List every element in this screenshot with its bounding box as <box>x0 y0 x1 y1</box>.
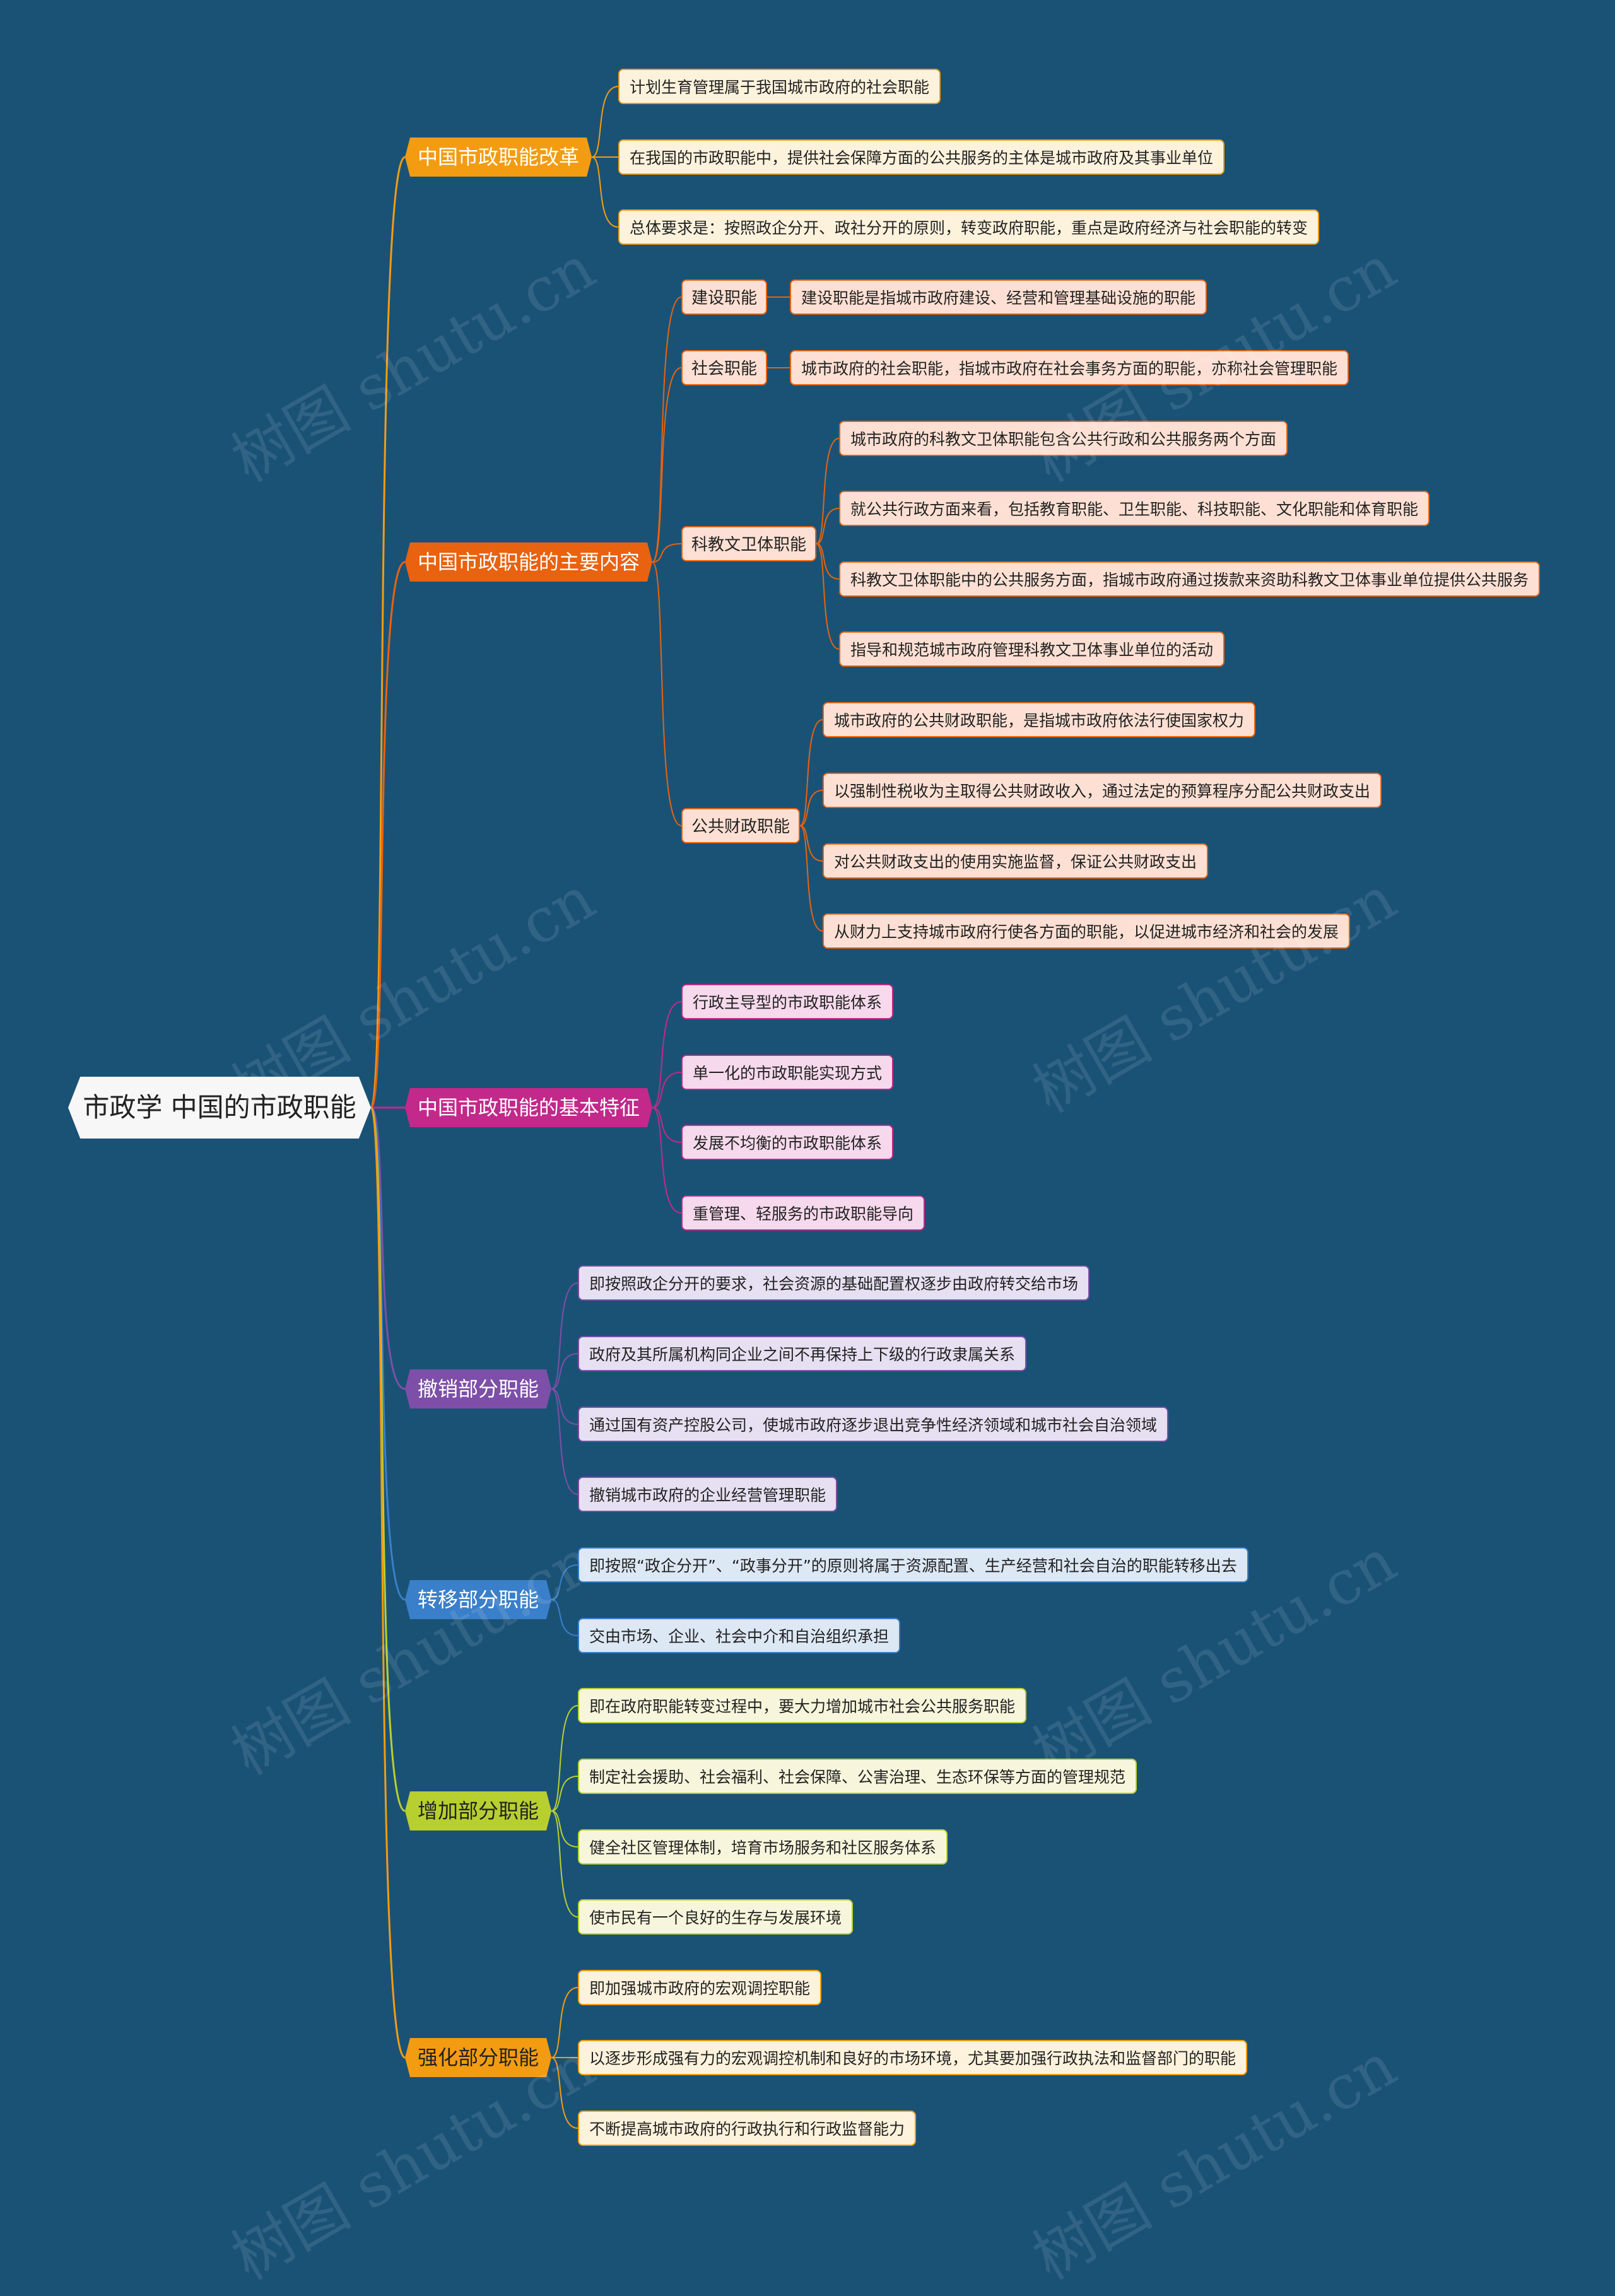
leaf-connector <box>652 1072 682 1108</box>
leaf-node[interactable]: 以逐步形成强有力的宏观调控机制和良好的市场环境，尤其要加强行政执法和监督部门的职… <box>578 2040 1248 2075</box>
leaf-connector <box>652 1107 682 1214</box>
leaf-connector <box>799 790 823 826</box>
leaf-connector <box>816 543 840 650</box>
leaf-connector <box>591 156 619 228</box>
leaf-node[interactable]: 行政主导型的市政职能体系 <box>681 984 894 1019</box>
leaf-node[interactable]: 不断提高城市政府的行政执行和行政监督能力 <box>578 2111 917 2146</box>
leaf-node[interactable]: 建设职能是指城市政府建设、经营和管理基础设施的职能 <box>790 279 1207 315</box>
branch-node[interactable]: 增加部分职能 <box>405 1791 551 1830</box>
leaf-connector <box>551 1388 578 1495</box>
leaf-node[interactable]: 以强制性税收为主取得公共财政收入，通过法定的预算程序分配公共财政支出 <box>823 773 1382 808</box>
leaf-connector <box>551 1776 578 1812</box>
branch-connector <box>370 1106 406 1601</box>
branch-connector <box>370 1106 406 2059</box>
branch-connector <box>370 561 406 1109</box>
leaf-node[interactable]: 即按照政企分开的要求，社会资源的基础配置权逐步由政府转交给市场 <box>578 1265 1090 1301</box>
leaf-connector <box>799 825 823 862</box>
sub-node[interactable]: 公共财政职能 <box>681 808 801 843</box>
leaf-connector <box>652 1001 682 1108</box>
sub-node[interactable]: 建设职能 <box>681 279 768 315</box>
branch-connector <box>370 1106 406 1812</box>
leaf-node[interactable]: 城市政府的公共财政职能，是指城市政府依法行使国家权力 <box>823 702 1256 737</box>
leaf-connector <box>551 1987 578 2058</box>
leaf-node[interactable]: 制定社会援助、社会福利、社会保障、公害治理、生态环保等方面的管理规范 <box>578 1759 1137 1794</box>
branch-node[interactable]: 中国市政职能的基本特征 <box>405 1088 652 1127</box>
leaf-node[interactable]: 政府及其所属机构同企业之间不再保持上下级的行政隶属关系 <box>578 1336 1027 1371</box>
leaf-node[interactable]: 即按照“政企分开”、“政事分开”的原则将属于资源配置、生产经营和社会自治的职能转… <box>578 1547 1248 1583</box>
branch-connector <box>370 1106 406 1390</box>
leaf-connector <box>551 1810 578 1918</box>
leaf-node[interactable]: 指导和规范城市政府管理科教文卫体事业单位的活动 <box>839 631 1225 667</box>
sub-node[interactable]: 社会职能 <box>681 350 768 385</box>
mindmap-canvas: 市政学 中国的市政职能 中国市政职能改革计划生育管理属于我国城市政府的社会职能在… <box>68 69 1541 2293</box>
leaf-connector <box>551 1564 578 1600</box>
leaf-node[interactable]: 科教文卫体职能中的公共服务方面，指城市政府通过拨款来资助科教文卫体事业单位提供公… <box>839 561 1541 597</box>
branch-node[interactable]: 中国市政职能的主要内容 <box>405 542 652 582</box>
leaf-connector <box>816 543 840 580</box>
sub-connector <box>652 296 682 563</box>
leaf-node[interactable]: 交由市场、企业、社会中介和自治组织承担 <box>578 1618 901 1653</box>
leaf-connector <box>652 1107 682 1143</box>
leaf-connector <box>551 2057 578 2129</box>
branch-node[interactable]: 撤销部分职能 <box>405 1369 551 1409</box>
leaf-connector <box>816 438 840 544</box>
leaf-node[interactable]: 使市民有一个良好的生存与发展环境 <box>578 1899 854 1935</box>
leaf-connector <box>799 719 823 826</box>
leaf-node[interactable]: 健全社区管理体制，培育市场服务和社区服务体系 <box>578 1829 948 1865</box>
leaf-node[interactable]: 从财力上支持城市政府行使各方面的职能，以促进城市经济和社会的发展 <box>823 913 1351 949</box>
branch-connector <box>370 156 406 1109</box>
branch-node[interactable]: 转移部分职能 <box>405 1580 551 1619</box>
leaf-node[interactable]: 即加强城市政府的宏观调控职能 <box>578 1970 822 2005</box>
leaf-node[interactable]: 就公共行政方面来看，包括教育职能、卫生职能、科技职能、文化职能和体育职能 <box>839 491 1430 526</box>
leaf-connector <box>551 1599 578 1636</box>
leaf-connector <box>591 86 619 158</box>
leaf-connector <box>799 825 823 932</box>
leaf-node[interactable]: 撤销城市政府的企业经营管理职能 <box>578 1477 838 1512</box>
sub-connector <box>652 367 682 563</box>
leaf-node[interactable]: 对公共财政支出的使用实施监督，保证公共财政支出 <box>823 843 1209 879</box>
connector-lines <box>370 86 840 2129</box>
branch-node[interactable]: 中国市政职能改革 <box>405 138 592 177</box>
leaf-connector <box>551 1705 578 1812</box>
leaf-node[interactable]: 单一化的市政职能实现方式 <box>681 1055 894 1090</box>
leaf-node[interactable]: 发展不均衡的市政职能体系 <box>681 1125 894 1160</box>
leaf-node[interactable]: 城市政府的社会职能，指城市政府在社会事务方面的职能，亦称社会管理职能 <box>790 350 1349 385</box>
sub-connector <box>652 561 682 826</box>
leaf-connector <box>816 508 840 544</box>
leaf-node[interactable]: 计划生育管理属于我国城市政府的社会职能 <box>618 69 941 104</box>
leaf-connector <box>551 1282 578 1390</box>
leaf-node[interactable]: 重管理、轻服务的市政职能导向 <box>681 1195 925 1231</box>
leaf-node[interactable]: 通过国有资产控股公司，使城市政府逐步退出竞争性经济领域和城市社会自治领域 <box>578 1407 1169 1442</box>
sub-connector <box>652 543 682 563</box>
leaf-connector <box>551 1810 578 1848</box>
sub-node[interactable]: 科教文卫体职能 <box>681 526 817 561</box>
leaf-node[interactable]: 在我国的市政职能中，提供社会保障方面的公共服务的主体是城市政府及其事业单位 <box>618 139 1225 175</box>
leaf-node[interactable]: 总体要求是：按照政企分开、政社分开的原则，转变政府职能，重点是政府经济与社会职能… <box>618 209 1320 245</box>
root-node[interactable]: 市政学 中国的市政职能 <box>68 1077 371 1139</box>
leaf-node[interactable]: 城市政府的科教文卫体职能包含公共行政和公共服务两个方面 <box>839 421 1288 456</box>
branch-node[interactable]: 强化部分职能 <box>405 2038 551 2077</box>
leaf-node[interactable]: 即在政府职能转变过程中，要大力增加城市社会公共服务职能 <box>578 1688 1027 1723</box>
leaf-connector <box>551 1353 578 1390</box>
leaf-connector <box>551 1388 578 1425</box>
